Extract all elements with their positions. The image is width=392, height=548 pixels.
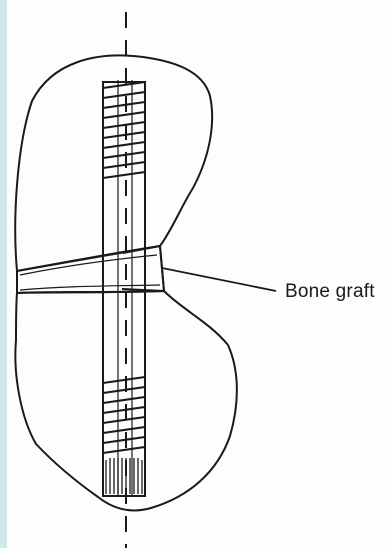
lower-threads [103,377,145,453]
upper-bone-fragment [15,55,212,271]
upper-threads [103,82,145,178]
bone-graft-wedge [122,246,164,291]
bone-graft-label: Bone graft [285,281,375,303]
bone-graft-leader-line [162,268,276,291]
screw-head [106,458,142,494]
